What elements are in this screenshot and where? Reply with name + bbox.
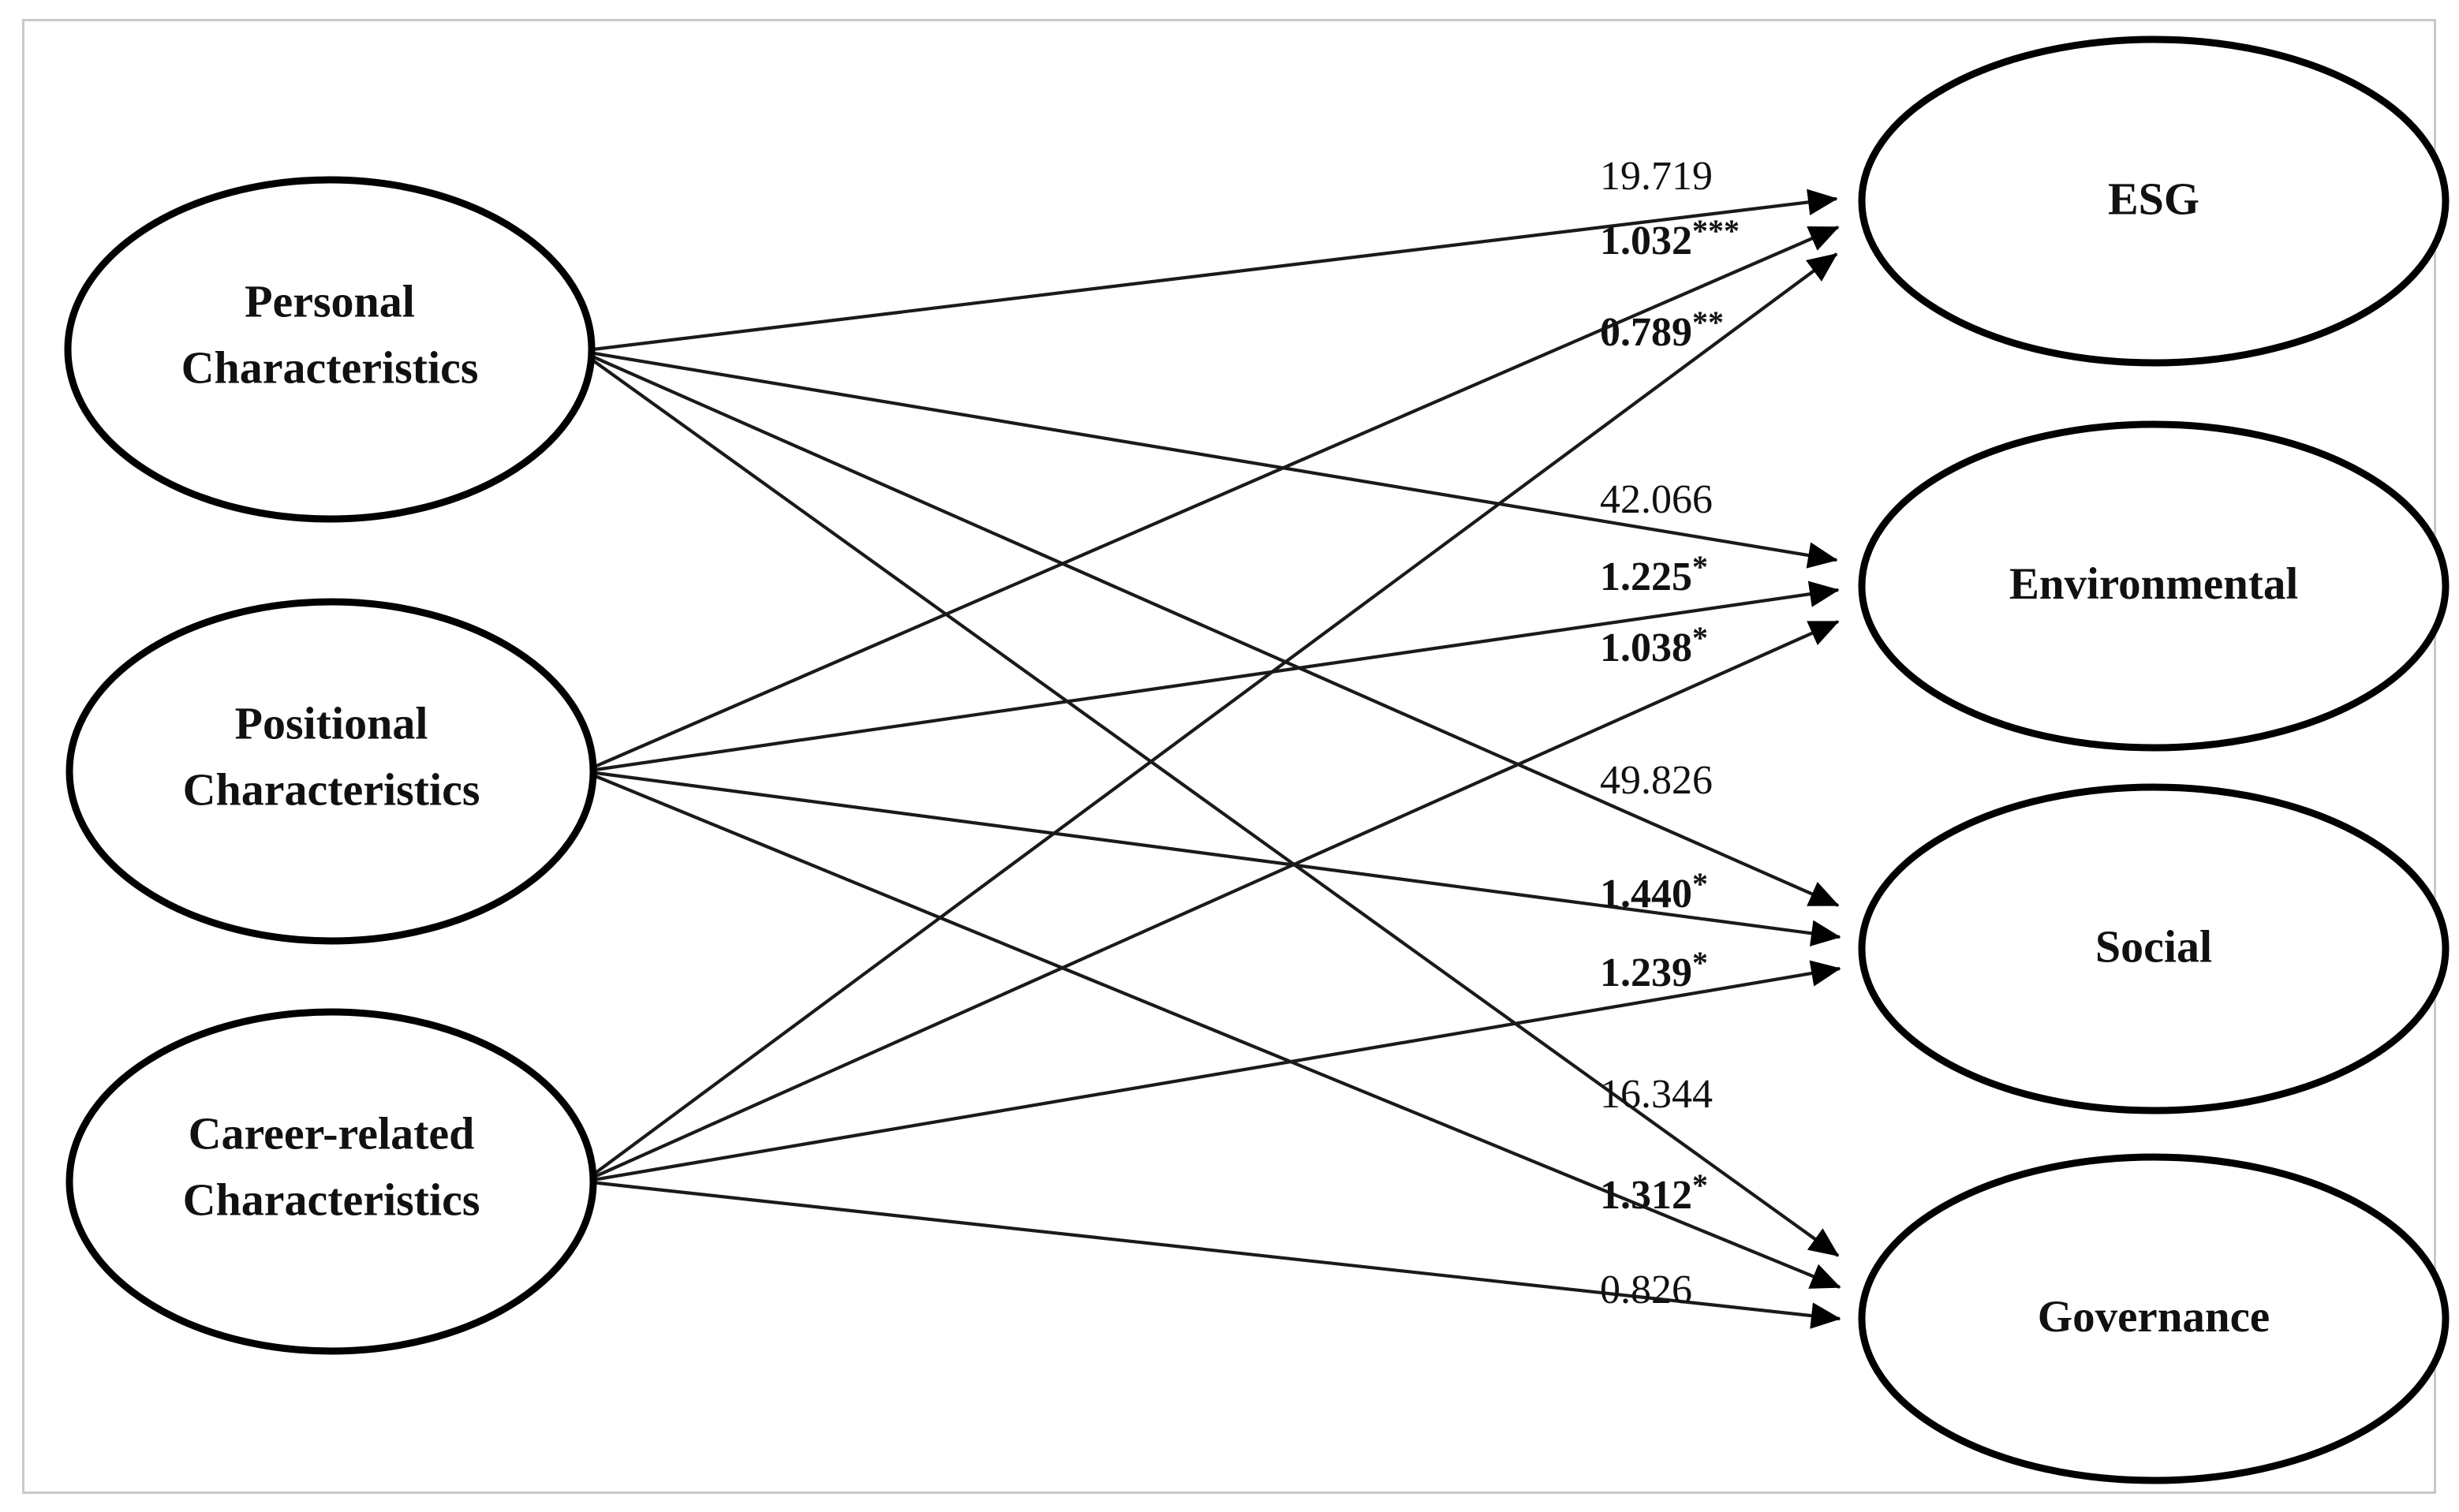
edge-label-career-environmental: 1.038* bbox=[1600, 620, 1708, 670]
edge-career-environmental bbox=[583, 620, 1840, 1183]
node-social[interactable]: Social bbox=[1858, 783, 2450, 1114]
edge-label-personal-governance: 16.344 bbox=[1600, 1072, 1713, 1117]
predictor-nodes: Personal Characteristics Positional Char… bbox=[64, 176, 597, 1355]
node-social-label: Social bbox=[2095, 920, 2212, 972]
node-environmental[interactable]: Environmental bbox=[1858, 420, 2450, 752]
edge-label-positional-environmental: 1.225* bbox=[1600, 549, 1708, 599]
edge-career-social bbox=[583, 960, 1841, 1184]
outcome-nodes: ESG Environmental Social Governance bbox=[1858, 35, 2450, 1484]
node-esg-label: ESG bbox=[2108, 173, 2199, 224]
node-personal-label-line1: Personal bbox=[245, 275, 415, 327]
edge-positional-governance bbox=[583, 770, 1841, 1289]
edge-label-value: 19.719 bbox=[1600, 154, 1713, 199]
node-career-related-characteristics[interactable]: Career-related Characteristics bbox=[65, 1008, 597, 1355]
node-esg-ellipse bbox=[1858, 35, 2450, 367]
edge-label-positional-esg: 1.032*** bbox=[1600, 213, 1740, 263]
node-governance[interactable]: Governance bbox=[1858, 1153, 2450, 1484]
edge-label-value: 1.440 bbox=[1600, 872, 1692, 917]
node-environmental-ellipse bbox=[1858, 420, 2450, 752]
edge-label-value: 0.789 bbox=[1600, 310, 1692, 355]
node-governance-ellipse bbox=[1858, 1153, 2450, 1484]
node-career-label-line1: Career-related bbox=[189, 1107, 475, 1159]
edge-label-career-governance: 0.826 bbox=[1600, 1267, 1692, 1312]
edge-label-career-esg: 0.789** bbox=[1600, 304, 1724, 355]
edge-label-value: 49.826 bbox=[1600, 758, 1713, 803]
edge-label-value: 1.239 bbox=[1600, 950, 1692, 995]
edge-label-career-social: 1.239* bbox=[1600, 945, 1708, 995]
node-personal-characteristics[interactable]: Personal Characteristics bbox=[64, 176, 596, 523]
edge-positional-environmental bbox=[583, 581, 1840, 774]
edge-label-stars: * bbox=[1692, 549, 1708, 584]
edge-personal-esg bbox=[579, 189, 1838, 353]
edge-personal-social bbox=[579, 349, 1840, 907]
node-environmental-label: Environmental bbox=[2009, 559, 2298, 609]
edge-label-personal-esg: 19.719 bbox=[1600, 154, 1713, 199]
edge-label-group: 19.719 1.032*** 0.789** 42.066 1.225* 1.… bbox=[1600, 154, 1740, 1312]
edge-label-stars: * bbox=[1692, 620, 1708, 655]
node-career-ellipse bbox=[65, 1008, 597, 1355]
edge-label-value: 1.032 bbox=[1600, 218, 1692, 263]
edge-label-value: 16.344 bbox=[1600, 1072, 1713, 1117]
node-esg[interactable]: ESG bbox=[1858, 35, 2450, 367]
edge-label-stars: ** bbox=[1692, 304, 1724, 340]
node-governance-label: Governance bbox=[2038, 1292, 2270, 1342]
node-career-label-line2: Characteristics bbox=[183, 1174, 480, 1225]
node-positional-ellipse bbox=[65, 598, 597, 945]
edge-career-governance bbox=[583, 1179, 1841, 1329]
edge-label-value: 1.038 bbox=[1600, 625, 1692, 670]
edge-group bbox=[578, 189, 1841, 1329]
node-personal-label-line2: Characteristics bbox=[181, 342, 479, 393]
edge-personal-environmental bbox=[579, 349, 1838, 569]
edge-label-personal-social: 49.826 bbox=[1600, 758, 1713, 803]
edge-label-value: 42.066 bbox=[1600, 477, 1713, 522]
edge-personal-governance bbox=[578, 349, 1840, 1257]
edge-label-positional-governance: 1.312* bbox=[1600, 1167, 1708, 1218]
node-positional-label-line1: Positional bbox=[235, 697, 428, 749]
edge-label-value: 1.225 bbox=[1600, 554, 1692, 599]
edge-career-esg bbox=[582, 252, 1838, 1183]
edge-label-stars: * bbox=[1692, 1167, 1708, 1203]
edge-positional-social bbox=[583, 769, 1841, 946]
edge-label-value: 0.826 bbox=[1600, 1267, 1692, 1312]
node-positional-label-line2: Characteristics bbox=[183, 763, 480, 815]
node-social-ellipse bbox=[1858, 783, 2450, 1114]
edge-label-value: 1.312 bbox=[1600, 1173, 1692, 1218]
node-positional-characteristics[interactable]: Positional Characteristics bbox=[65, 598, 597, 945]
edge-label-stars: * bbox=[1692, 945, 1708, 980]
edge-positional-esg bbox=[583, 226, 1840, 773]
edge-label-stars: *** bbox=[1692, 213, 1740, 248]
edge-label-positional-social: 1.440* bbox=[1600, 866, 1708, 917]
edge-label-stars: * bbox=[1692, 866, 1708, 902]
edge-label-personal-environmental: 42.066 bbox=[1600, 477, 1713, 522]
node-personal-ellipse bbox=[64, 176, 596, 523]
